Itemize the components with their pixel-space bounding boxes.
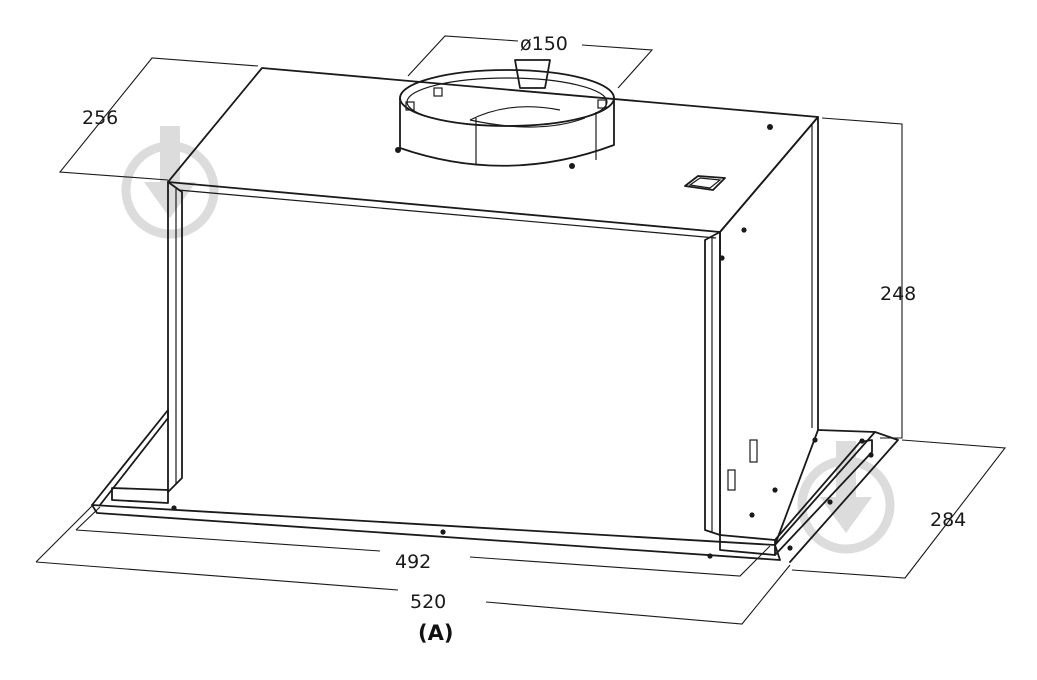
dimension-inner-width-label: 492	[395, 551, 431, 573]
dimension-top-depth-label: 256	[82, 107, 118, 129]
dimension-bottom-depth-label: 284	[930, 509, 966, 531]
dimension-inner-width: 492	[75, 506, 771, 577]
dimension-outer-width: 520	[35, 505, 791, 625]
mounting-holes	[171, 124, 874, 559]
dimension-bottom-depth: 284	[791, 439, 1007, 579]
hood-body	[91, 67, 899, 563]
droplet-watermark-icon	[797, 441, 895, 554]
duct-collar	[399, 59, 615, 167]
figure-caption: (A)	[418, 621, 453, 645]
dimension-height-label: 248	[880, 283, 916, 305]
dimension-outer-width-label: 520	[410, 591, 446, 613]
dimension-diameter-label: ø150	[520, 33, 568, 55]
dimension-top-depth: 256	[58, 57, 259, 181]
dimension-diameter: ø150	[407, 33, 654, 89]
dimension-height: 248	[821, 117, 916, 439]
droplet-watermark-icon	[121, 126, 219, 239]
